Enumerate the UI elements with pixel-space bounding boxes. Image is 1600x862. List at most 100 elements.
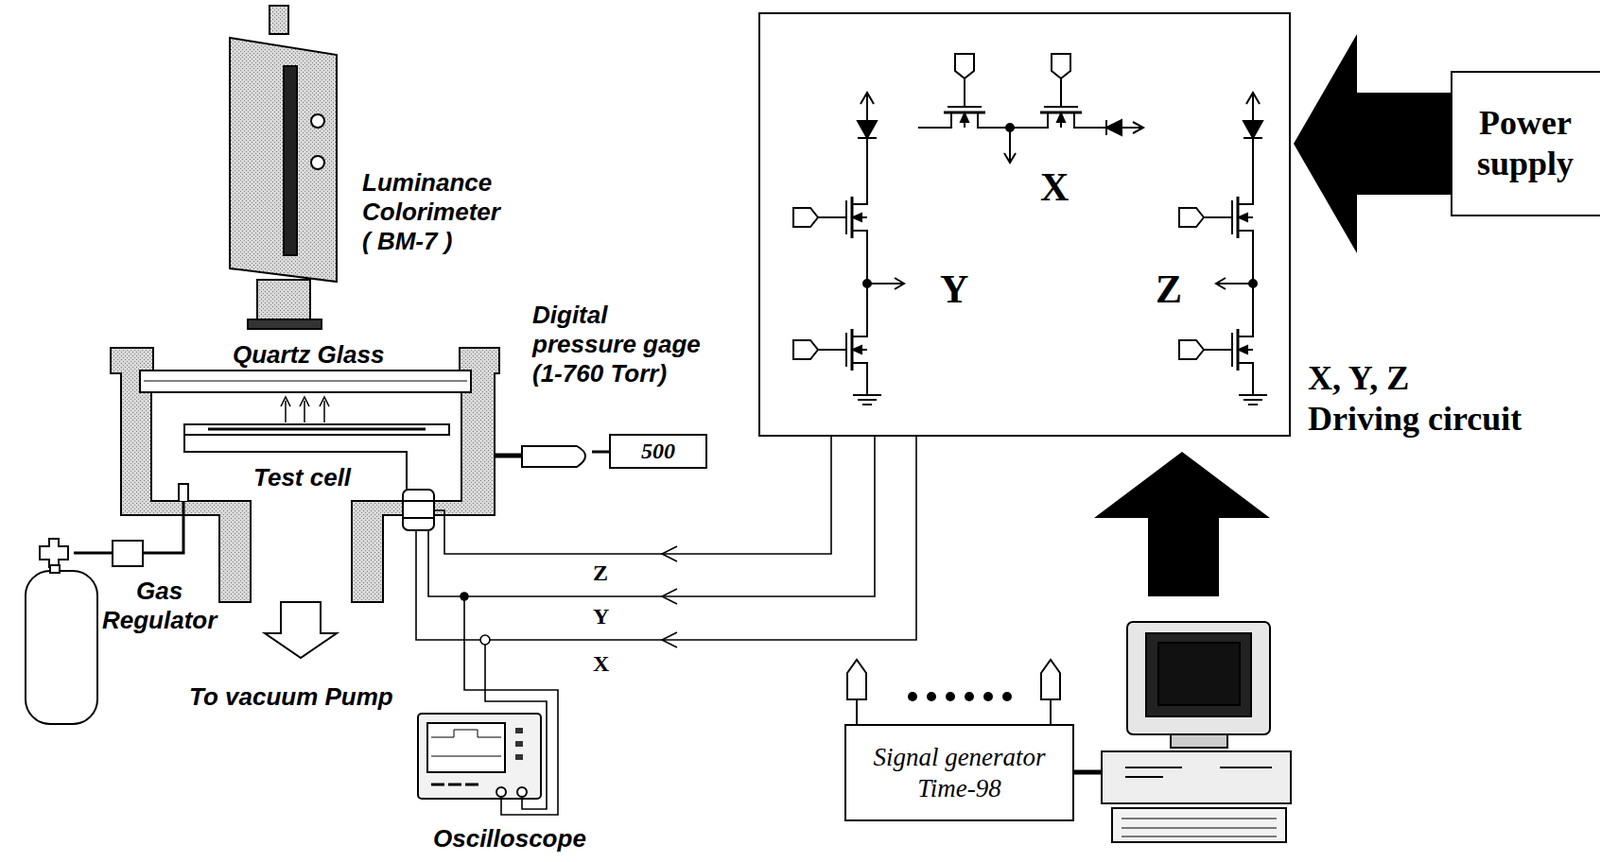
driving-circuit-schematic: [857, 138, 905, 313]
driving-circuit-schematic: [793, 179, 868, 256]
driving-circuit-schematic: [1006, 123, 1014, 132]
text-line: (1-760 Torr): [532, 359, 701, 389]
node-text: X: [1040, 163, 1069, 211]
computer-icon: [1125, 767, 1272, 778]
signal-connectors: [964, 692, 974, 702]
signal-wires: [661, 546, 678, 648]
text-line: Time-98: [872, 773, 1045, 804]
text-line: pressure gage: [532, 330, 701, 360]
signal-wires: [480, 635, 490, 645]
node-text: X, Y, Z Driving circuit: [1307, 358, 1522, 440]
test-chamber: [402, 501, 435, 519]
test-chamber: [25, 571, 98, 725]
driving-circuit-schematic: [793, 312, 868, 388]
test-chamber: [285, 400, 325, 423]
control-arrow: [1094, 452, 1270, 597]
test-chamber: [25, 347, 609, 725]
oscilloscope-drawing: [431, 730, 502, 757]
test-chamber: [494, 453, 522, 459]
signal-connectors: [1041, 660, 1061, 700]
oscilloscope-drawing: [431, 783, 479, 787]
driving-circuit-schematic: [1246, 92, 1260, 122]
test-chamber: [521, 446, 586, 468]
part-label: Test cell: [253, 463, 351, 493]
test-chamber: [184, 424, 450, 435]
signal-wires: [416, 436, 917, 816]
computer-icon: [1158, 643, 1240, 706]
signal-generator-box: Signal generator Time-98: [844, 724, 1075, 822]
node-text: 500: [641, 437, 676, 466]
text-line: Driving circuit: [1307, 399, 1522, 440]
driving-circuit-schematic: [1216, 138, 1263, 313]
oscilloscope-drawing: [496, 787, 506, 798]
signal-connectors: [856, 699, 1051, 725]
signal-connectors: [983, 692, 993, 702]
computer-icon: [1121, 818, 1277, 837]
test-chamber: [178, 484, 189, 502]
oscilloscope-drawing: [417, 713, 541, 800]
test-chamber: [208, 428, 426, 432]
driving-circuit-schematic: [852, 387, 882, 405]
node-text: Power supply: [1477, 103, 1574, 185]
driving-circuit-schematic: [1106, 120, 1144, 136]
test-chamber: [73, 552, 113, 556]
colorimeter-drawing: [269, 5, 289, 35]
signal-connectors: [847, 660, 867, 700]
signal-connectors: [945, 692, 956, 702]
colorimeter-drawing: [229, 5, 337, 330]
driving-circuit-schematic: [1106, 120, 1122, 136]
driving-circuit-schematic: [918, 127, 1107, 163]
oscilloscope-drawing: [517, 787, 527, 798]
driving-circuit-schematic: [793, 53, 1268, 405]
node-text: Y: [939, 265, 969, 314]
driving-circuit-schematic: [857, 121, 877, 139]
driving-circuit-schematic: [926, 53, 1003, 128]
part-label: Luminance Colorimeter ( BM-7 ): [362, 168, 501, 258]
part-label: X: [592, 650, 609, 679]
text-line: Digital: [532, 300, 701, 331]
colorimeter-drawing: [311, 156, 325, 170]
signal-connectors: [907, 692, 918, 702]
computer-icon: [1146, 633, 1252, 717]
test-chamber: [39, 539, 69, 568]
text-line: Signal generator: [872, 742, 1045, 773]
text-line: Luminance: [362, 168, 501, 198]
node-text: Signal generator Time-98: [872, 742, 1045, 804]
part-label: To vacuum Pump: [189, 682, 394, 713]
part-label: Gas Regulator: [102, 576, 217, 636]
pressure-display: 500: [608, 434, 708, 470]
computer-icon: [1127, 622, 1270, 735]
computer-icon: [1074, 622, 1291, 843]
text-line: supply: [1477, 143, 1574, 185]
colorimeter-drawing: [283, 66, 297, 256]
driving-circuit-schematic: [1249, 279, 1257, 288]
oscilloscope-drawing: [515, 741, 523, 748]
colorimeter-drawing: [247, 319, 322, 330]
signal-wires: [428, 436, 875, 597]
text-line: Colorimeter: [362, 197, 501, 227]
test-chamber: [280, 397, 330, 407]
part-label: Z: [592, 559, 609, 588]
computer-icon: [1170, 734, 1228, 748]
test-chamber: [139, 370, 471, 393]
block-arrow: [1293, 34, 1451, 254]
driving-circuit-box: XYZX, Y, Z Driving circuit: [758, 12, 1291, 437]
part-label: Y: [592, 603, 609, 631]
test-chamber: [50, 565, 60, 574]
driving-circuit-schematic: [860, 92, 874, 122]
computer-icon: [1074, 770, 1102, 776]
text-line: ( BM-7 ): [362, 226, 501, 257]
signal-wires: [434, 436, 832, 555]
driving-circuit-schematic: [863, 279, 871, 288]
part-label: Quartz Glass: [232, 340, 384, 370]
colorimeter-drawing: [257, 279, 311, 320]
signal-connectors: [907, 692, 1012, 702]
signal-wires: [460, 592, 469, 601]
driving-circuit-schematic: [1238, 387, 1268, 405]
driving-circuit-schematic: [1179, 179, 1253, 256]
colorimeter-drawing: [311, 114, 325, 128]
test-chamber: [112, 540, 143, 567]
oscilloscope-drawing: [515, 754, 523, 761]
text-line: Power: [1477, 103, 1574, 144]
